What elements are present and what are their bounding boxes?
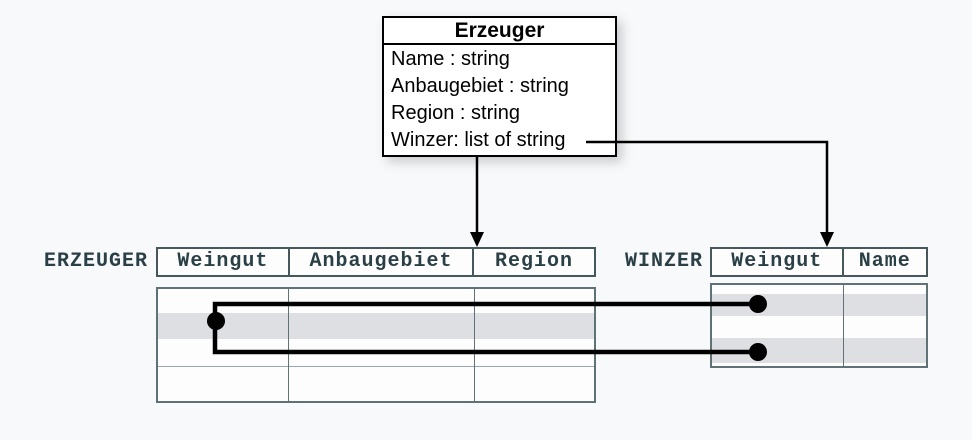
erzeuger-column-weingut: Weingut	[177, 250, 269, 273]
winzer-column-weingut: Weingut	[731, 250, 823, 273]
arrow-to-erzeuger-table	[470, 157, 484, 247]
arrow-to-winzer-table	[586, 140, 834, 247]
erzeuger-table-label: ERZEUGER	[43, 250, 148, 273]
class-title: Erzeuger	[384, 18, 615, 45]
winzer-table-label: WINZER	[624, 250, 703, 273]
winzer-column-name: Name	[841, 249, 926, 275]
erzeuger-row-divider	[158, 366, 594, 367]
erzeuger-header-row: Weingut Anbaugebiet Region	[156, 247, 596, 277]
class-attribute-region: Region : string	[391, 102, 520, 124]
erzeuger-highlighted-row	[158, 313, 594, 339]
arrowhead-erzeuger-icon	[470, 232, 484, 247]
class-box-erzeuger: Erzeuger Name : string Anbaugebiet : str…	[382, 16, 617, 157]
winzer-column-divider	[843, 285, 844, 366]
erzeuger-column-region: Region	[472, 249, 594, 275]
class-attribute-winzer: Winzer: list of string	[391, 129, 566, 151]
winzer-highlighted-row-1	[712, 294, 926, 316]
winzer-highlighted-row-2	[712, 338, 926, 363]
erzeuger-table-body	[156, 287, 596, 403]
class-attribute-name: Name : string	[391, 48, 510, 70]
erzeuger-column-anbaugebiet: Anbaugebiet	[287, 249, 472, 275]
winzer-table-body	[710, 283, 928, 368]
class-attributes: Name : string Anbaugebiet : string Regio…	[384, 45, 615, 154]
erzeuger-column-divider-1	[288, 289, 289, 401]
erzeuger-column-divider-2	[474, 289, 475, 401]
class-attribute-anbaugebiet: Anbaugebiet : string	[391, 75, 569, 97]
arrowhead-winzer-icon	[820, 232, 834, 247]
winzer-header-row: Weingut Name	[710, 247, 928, 277]
